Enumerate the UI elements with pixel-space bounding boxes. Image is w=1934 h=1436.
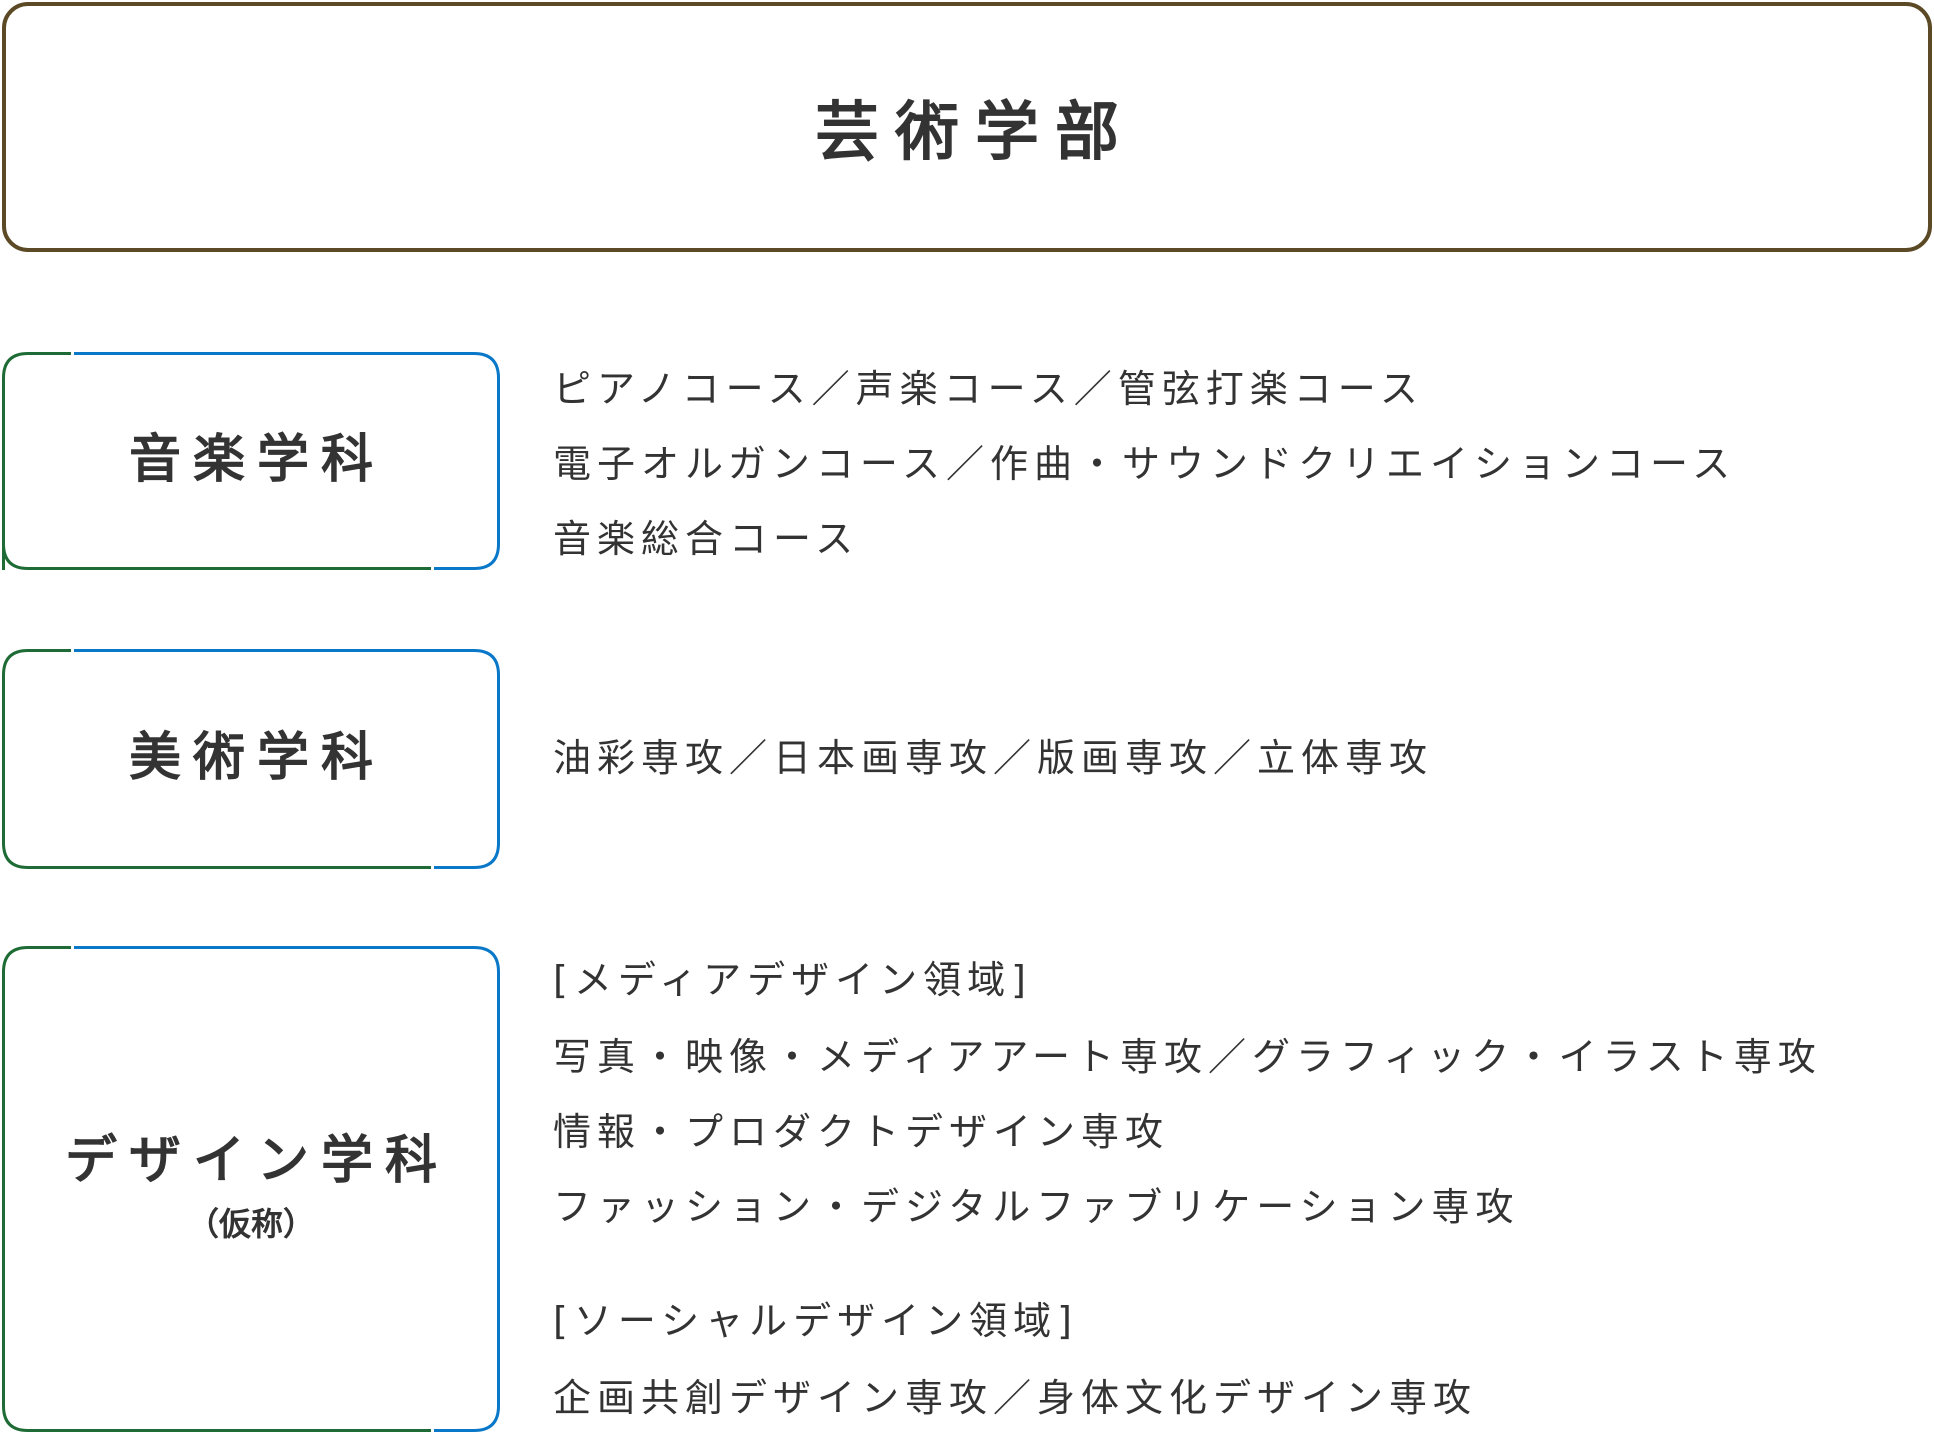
course-line: 写真・映像・メディアアート専攻／グラフィック・イラスト専攻 [553, 1035, 1822, 1079]
faculty-header-box: 芸術学部 [2, 2, 1932, 252]
department-note: （仮称） [186, 1204, 315, 1243]
department-name: 美術学科 [128, 728, 385, 789]
domain-heading-media-design: [メディアデザイン領域] [553, 958, 1032, 1002]
course-line: ピアノコース／声楽コース／管弦打楽コース [553, 367, 1424, 411]
domain-heading-social-design: [ソーシャルデザイン領域] [553, 1299, 1078, 1343]
course-line: 企画共創デザイン専攻／身体文化デザイン専攻 [553, 1376, 1478, 1420]
department-box-fine-art: 美術学科 [2, 649, 500, 869]
department-name: デザイン学科 [64, 1131, 449, 1192]
department-frame [2, 352, 500, 570]
course-line: ファッション・デジタルファブリケーション専攻 [553, 1185, 1520, 1229]
course-line: 電子オルガンコース／作曲・サウンドクリエイションコース [553, 442, 1737, 486]
department-frame [2, 946, 500, 1432]
course-line: 音楽総合コース [553, 517, 860, 561]
department-box-design: デザイン学科 （仮称） [2, 946, 500, 1432]
course-line: 情報・プロダクトデザイン専攻 [553, 1110, 1170, 1154]
faculty-title: 芸術学部 [815, 96, 1135, 170]
course-list-fine-art: 油彩専攻／日本画専攻／版画専攻／立体専攻 [553, 721, 1433, 796]
department-name: 音楽学科 [128, 430, 385, 491]
course-list-design: [メディアデザイン領域] 写真・映像・メディアアート専攻／グラフィック・イラスト… [553, 940, 1822, 1436]
course-list-music: ピアノコース／声楽コース／管弦打楽コース 電子オルガンコース／作曲・サウンドクリ… [553, 352, 1736, 577]
department-frame [2, 649, 500, 869]
course-line: 油彩専攻／日本画専攻／版画専攻／立体専攻 [553, 736, 1434, 780]
department-box-music: 音楽学科 [2, 352, 500, 570]
